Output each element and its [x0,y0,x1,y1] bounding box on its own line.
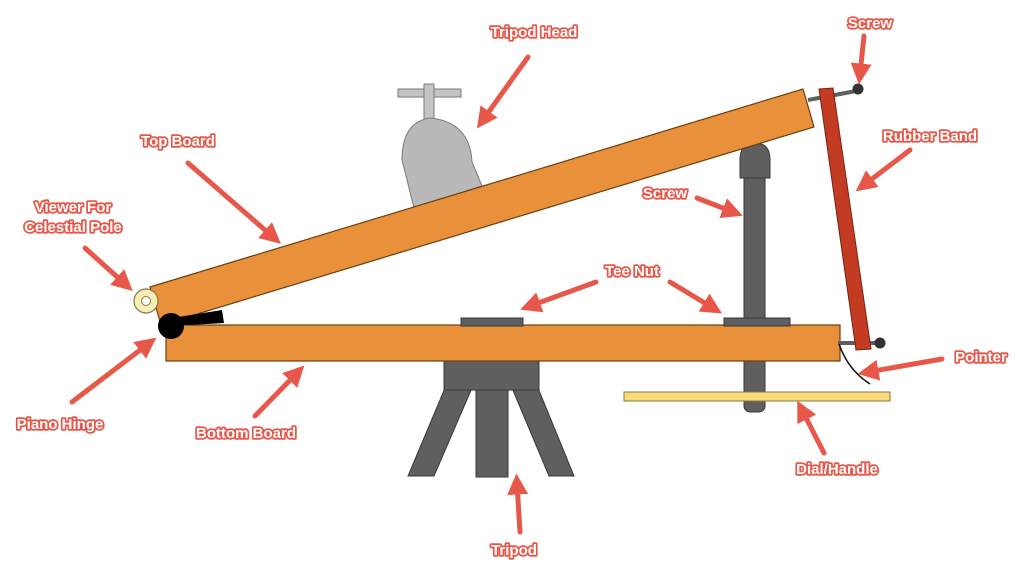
label-dial-handle: Dial/Handle [796,461,878,478]
bottom-board [165,324,841,362]
screw-shaft [743,167,766,413]
tee-nut-right [723,317,791,327]
rubber-band [818,87,872,351]
tripod [407,357,575,478]
arrow-dial-handle [797,400,827,456]
arrow-piano-hinge [69,337,157,405]
arrow-tripod [507,473,529,535]
callout-arrows [69,33,945,535]
band-screw-top [807,83,864,102]
arrow-tee-nut-right [667,279,722,314]
tripod-head-block [443,357,540,391]
callout-labels: Tripod Head Screw Top Board Rubber Band … [15,13,1009,561]
label-screw-top: Screw [848,15,893,32]
arrow-screw-top [850,33,872,85]
arrow-pointer [857,356,945,381]
piano-hinge [158,310,224,339]
arrow-screw-mid [694,195,743,218]
tripod-leg-center [475,387,509,478]
dial-handle [623,391,891,402]
tripod-head-body [401,117,483,209]
label-viewer-line2: Celestial Pole [24,219,122,236]
label-pointer: Pointer [955,349,1007,366]
label-tripod: Tripod [491,542,537,559]
label-rubber-band: Rubber Band [883,128,977,145]
arrow-tripod-head [476,54,531,129]
viewer [133,288,159,314]
label-bottom-board: Bottom Board [196,425,296,442]
tee-nut-left [460,317,524,327]
arrow-viewer [82,245,133,292]
arrow-tee-nut-left [520,279,599,313]
tripod-leg-left [407,387,473,477]
label-top-board: Top Board [141,133,215,150]
top-board [149,88,815,326]
hinge-leaf [172,310,224,326]
arrow-top-board [185,160,281,244]
label-tee-nut: Tee Nut [605,263,659,280]
adjustment-screw [739,142,771,413]
label-screw-mid: Screw [643,185,688,202]
label-tripod-head: Tripod Head [491,24,578,41]
arrow-rubber-band [855,147,913,192]
viewer-hole [141,296,151,306]
arrow-bottom-board [252,365,305,419]
tripod-head [397,83,483,209]
tripod-leg-right [511,387,575,477]
label-piano-hinge: Piano Hinge [17,416,104,433]
hinge-pin [158,313,184,339]
pointer [838,343,871,385]
label-viewer-line1: Viewer For [35,199,112,216]
